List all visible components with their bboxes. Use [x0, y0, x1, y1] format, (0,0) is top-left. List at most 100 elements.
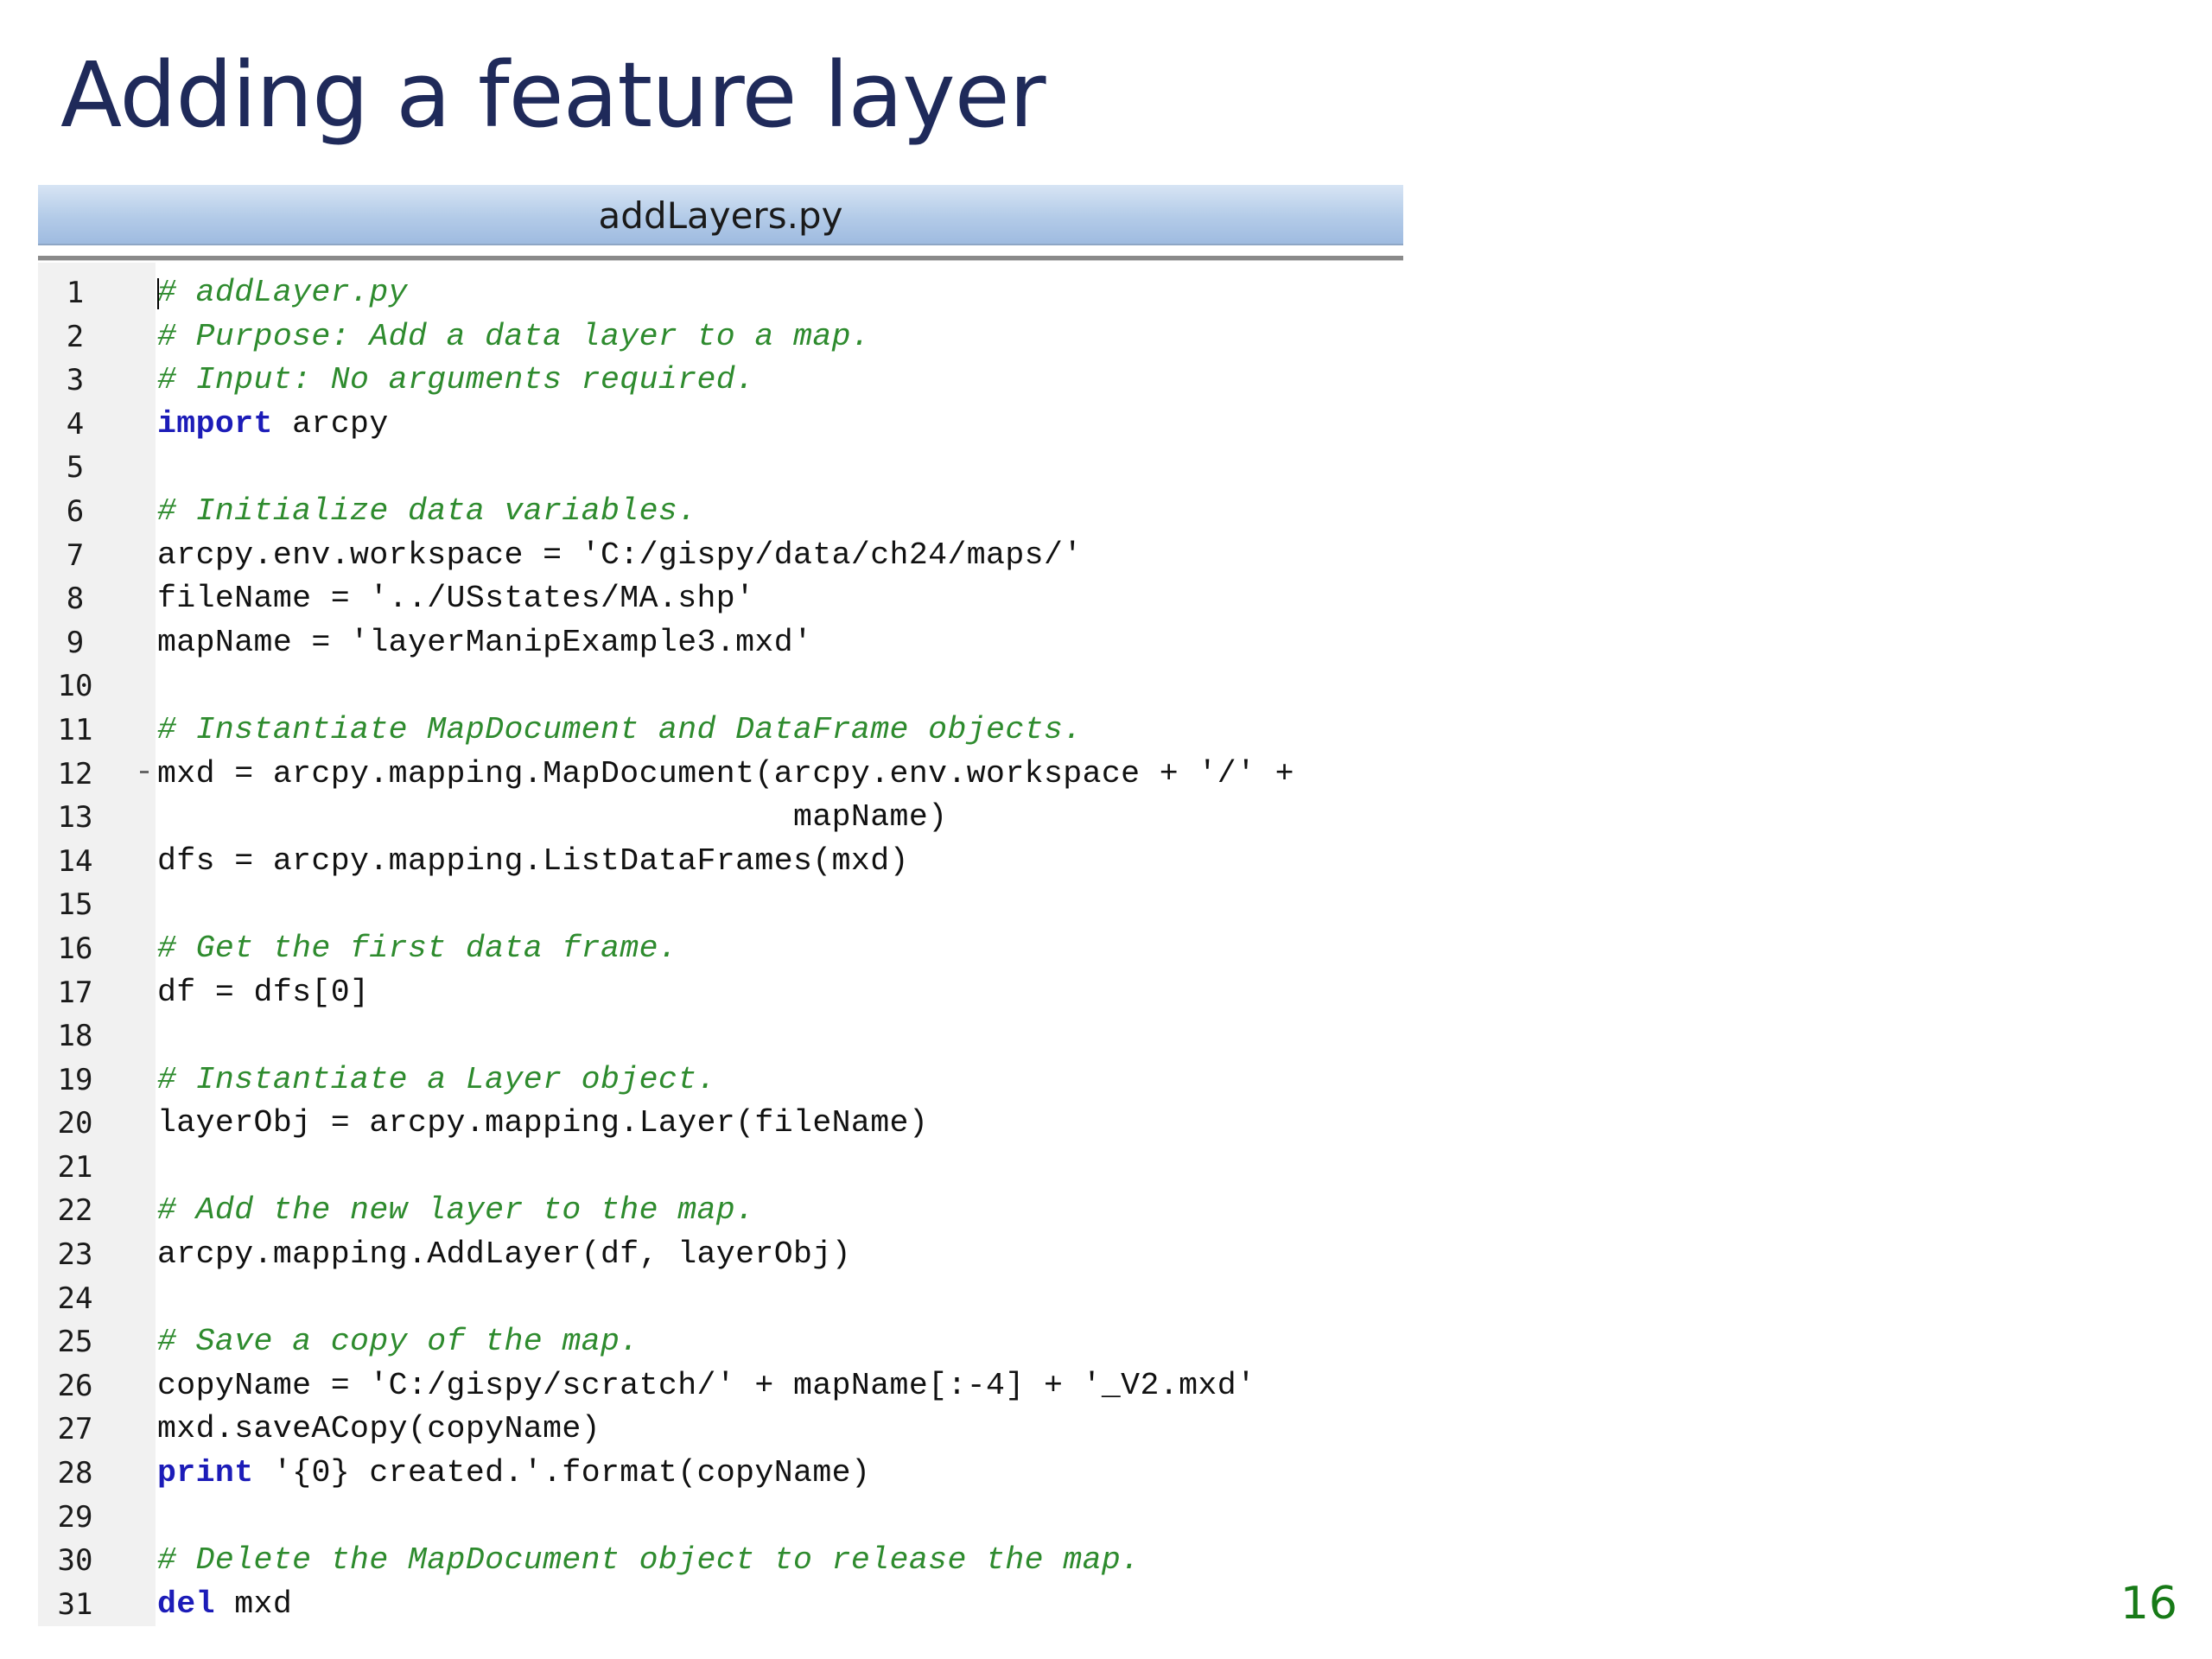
line-number: 11 — [57, 712, 93, 747]
code-line: df = dfs[0] — [157, 971, 1384, 1015]
page-number: 16 — [2120, 1578, 2177, 1630]
code-line: # Initialize data variables. — [157, 490, 1384, 534]
line-number: 13 — [57, 800, 93, 836]
line-number: 17 — [57, 975, 93, 1010]
line-number: 28 — [57, 1456, 93, 1491]
line-number: 6 — [66, 493, 85, 529]
editor-filename: addLayers.py — [598, 194, 843, 237]
code-line: layerObj = arcpy.mapping.Layer(fileName) — [157, 1102, 1384, 1146]
line-number: 14 — [57, 843, 93, 879]
editor-divider — [38, 256, 1403, 261]
code-comment: # Get the first data frame. — [157, 930, 678, 966]
slide-title: Adding a feature layer — [60, 42, 1046, 148]
code-line: dfs = arcpy.mapping.ListDataFrames(mxd) — [157, 840, 1384, 884]
code-comment: # Purpose: Add a data layer to a map. — [157, 318, 871, 354]
code-line — [157, 1146, 1384, 1190]
code-line — [157, 1277, 1384, 1321]
line-number: 31 — [57, 1586, 93, 1622]
line-number: 27 — [57, 1412, 93, 1447]
code-line: # Instantiate a Layer object. — [157, 1058, 1384, 1103]
code-text: mapName = 'layerManipExample3.mxd' — [157, 624, 813, 660]
code-line: # Add the new layer to the map. — [157, 1189, 1384, 1233]
line-number: 18 — [57, 1019, 93, 1054]
line-number: 10 — [57, 669, 93, 704]
code-comment: # Input: No arguments required. — [157, 362, 755, 398]
code-comment: # Delete the MapDocument object to relea… — [157, 1542, 1141, 1579]
code-line: import arcpy — [157, 403, 1384, 447]
code-line: # Get the first data frame. — [157, 927, 1384, 971]
code-line: arcpy.mapping.AddLayer(df, layerObj) — [157, 1233, 1384, 1277]
line-number: 3 — [66, 363, 85, 398]
code-text: mxd.saveACopy(copyName) — [157, 1411, 601, 1447]
code-line — [157, 1496, 1384, 1540]
line-number: 2 — [66, 319, 85, 354]
code-text: mapName) — [157, 799, 948, 836]
line-number: 16 — [57, 931, 93, 966]
code-comment: # addLayer.py — [157, 275, 408, 310]
line-number: 15 — [57, 887, 93, 923]
code-text: layerObj = arcpy.mapping.Layer(fileName) — [157, 1105, 929, 1141]
line-number: 20 — [57, 1106, 93, 1141]
line-number: 26 — [57, 1368, 93, 1403]
line-number: 8 — [66, 582, 85, 617]
code-line — [157, 883, 1384, 927]
text-caret — [157, 278, 159, 309]
code-text: '{0} created.'.format(copyName) — [253, 1455, 871, 1491]
code-text: copyName = 'C:/gispy/scratch/' + mapName… — [157, 1367, 1256, 1403]
line-number: 19 — [57, 1062, 93, 1097]
code-text: mxd — [214, 1586, 293, 1622]
code-comment: # Add the new layer to the map. — [157, 1192, 755, 1229]
code-line: # Instantiate MapDocument and DataFrame … — [157, 709, 1384, 753]
line-number: 5 — [66, 450, 85, 486]
code-comment: # Save a copy of the map. — [157, 1324, 639, 1360]
line-number: 9 — [66, 625, 85, 660]
line-number: 23 — [57, 1237, 93, 1273]
code-line: # Input: No arguments required. — [157, 359, 1384, 403]
line-number: 1 — [66, 276, 85, 310]
code-line: del mxd — [157, 1583, 1384, 1627]
code-text: df = dfs[0] — [157, 974, 370, 1010]
code-text: arcpy.env.workspace = 'C:/gispy/data/ch2… — [157, 537, 1083, 573]
code-line — [157, 446, 1384, 490]
code-text: arcpy — [272, 405, 389, 442]
code-keyword: del — [157, 1586, 215, 1622]
fold-marker-icon — [140, 771, 149, 773]
code-line: arcpy.env.workspace = 'C:/gispy/data/ch2… — [157, 534, 1384, 578]
line-number: 25 — [57, 1325, 93, 1360]
code-text: dfs = arcpy.mapping.ListDataFrames(mxd) — [157, 842, 909, 879]
line-number-gutter — [38, 263, 156, 1626]
line-number: 4 — [66, 406, 85, 442]
code-line: mxd.saveACopy(copyName) — [157, 1408, 1384, 1452]
code-line — [157, 1014, 1384, 1058]
line-number: 22 — [57, 1193, 93, 1229]
code-line: mxd = arcpy.mapping.MapDocument(arcpy.en… — [157, 753, 1384, 797]
line-number: 30 — [57, 1543, 93, 1579]
code-line: copyName = 'C:/gispy/scratch/' + mapName… — [157, 1364, 1384, 1408]
code-comment: # Instantiate MapDocument and DataFrame … — [157, 711, 1083, 747]
code-comment: # Initialize data variables. — [157, 493, 697, 529]
code-line: # Delete the MapDocument object to relea… — [157, 1539, 1384, 1583]
code-line: mapName = 'layerManipExample3.mxd' — [157, 621, 1384, 665]
code-text: fileName = '../USstates/MA.shp' — [157, 581, 755, 617]
line-number: 21 — [57, 1149, 93, 1185]
code-line: mapName) — [157, 796, 1384, 840]
line-number: 24 — [57, 1281, 93, 1316]
code-line — [157, 664, 1384, 709]
code-line: print '{0} created.'.format(copyName) — [157, 1452, 1384, 1496]
line-number: 7 — [66, 537, 85, 573]
line-number: 29 — [57, 1499, 93, 1535]
line-number: 12 — [57, 756, 93, 791]
code-line: # Purpose: Add a data layer to a map. — [157, 315, 1384, 359]
code-keyword: import — [157, 405, 273, 442]
code-comment: # Instantiate a Layer object. — [157, 1061, 716, 1097]
code-line: fileName = '../USstates/MA.shp' — [157, 577, 1384, 621]
code-text: arcpy.mapping.AddLayer(df, layerObj) — [157, 1236, 851, 1273]
code-body[interactable]: # addLayer.py # Purpose: Add a data layer… — [157, 271, 1384, 1626]
editor-title-bar: addLayers.py — [38, 185, 1403, 245]
code-line: # addLayer.py — [157, 271, 1384, 315]
code-line: # Save a copy of the map. — [157, 1320, 1384, 1364]
code-text: mxd = arcpy.mapping.MapDocument(arcpy.en… — [157, 755, 1294, 791]
code-keyword: print — [157, 1455, 254, 1491]
